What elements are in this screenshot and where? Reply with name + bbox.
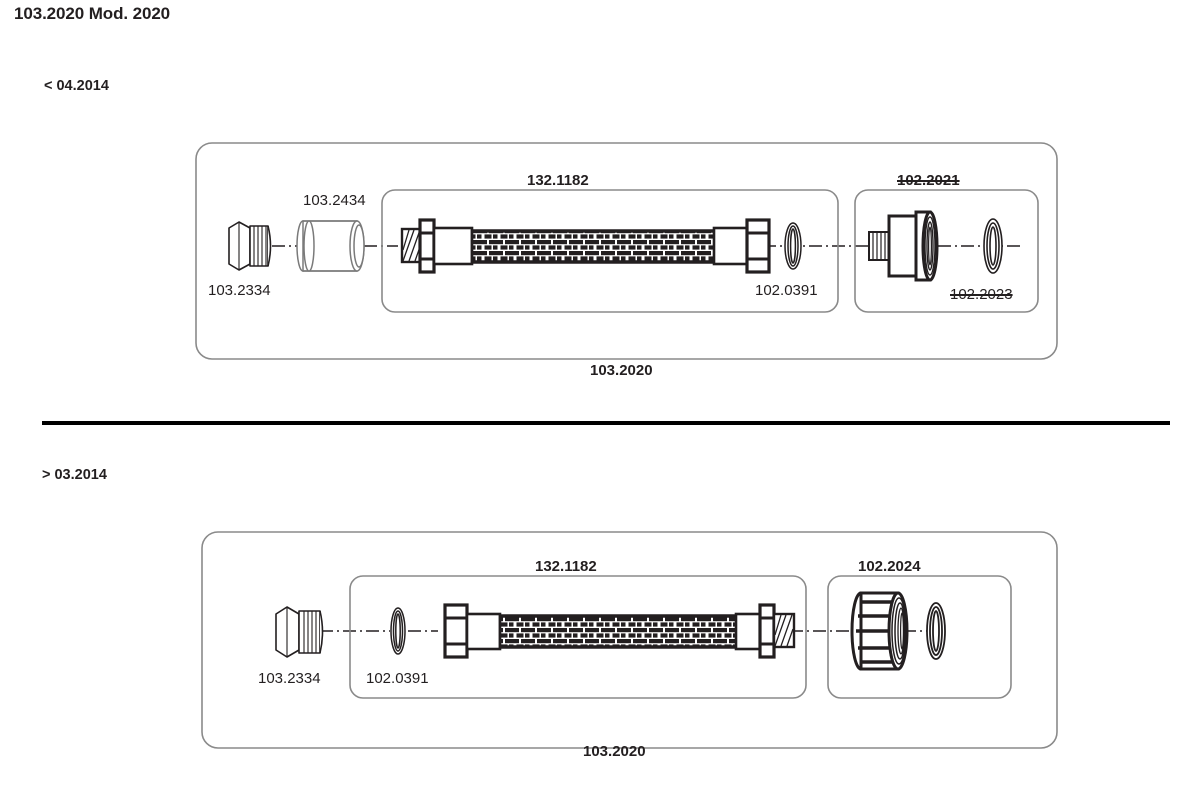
group-box-102-2024 — [827, 575, 1012, 699]
part-label-103-2334: 103.2334 — [208, 282, 271, 299]
exploded-view-diagram-2: 132.1182 102.2024 103.2334 102.0391 — [0, 518, 1183, 778]
braided-hose-body — [470, 229, 722, 264]
part-adapter-fitting — [868, 210, 939, 282]
group-label-132-1182: 132.1182 — [527, 172, 589, 189]
part-label-102-2023: 102.2023 — [950, 286, 1013, 303]
braided-hose-body — [498, 614, 742, 649]
group-box-132-1182 — [349, 575, 807, 699]
part-washer-adapter — [926, 602, 946, 660]
part-knurled-coupling-nut — [850, 591, 909, 671]
hose-left-fitting — [443, 603, 502, 659]
hose-left-fitting — [400, 218, 474, 274]
outer-assembly-caption-2: 103.2020 — [583, 743, 646, 760]
exploded-view-diagram-1: 103.2334 — [0, 130, 1183, 390]
group-label-102-2024: 102.2024 — [858, 558, 921, 575]
part-hex-nut-103-2334 — [275, 606, 324, 658]
hose-right-fitting — [712, 218, 771, 274]
part-label-103-2334: 103.2334 — [258, 670, 321, 687]
outer-assembly-caption-1: 103.2020 — [590, 362, 653, 379]
section-divider — [42, 421, 1170, 425]
group-box-132-1182 — [381, 189, 839, 313]
group-box-102-2021 — [854, 189, 1039, 313]
part-washer-102-2023 — [983, 218, 1003, 274]
part-label-102-0391: 102.0391 — [366, 670, 429, 687]
page-title: 103.2020 Mod. 2020 — [14, 4, 171, 23]
hose-right-fitting — [734, 603, 796, 659]
part-label-102-0391: 102.0391 — [755, 282, 818, 299]
part-washer-102-0391 — [784, 222, 802, 270]
part-label-103-2434: 103.2434 — [303, 192, 366, 209]
section-label-before-04-2014: < 04.2014 — [44, 78, 109, 94]
part-sleeve-103-2434 — [296, 220, 365, 272]
section-label-after-03-2014: > 03.2014 — [42, 467, 107, 483]
outer-assembly-box — [195, 142, 1058, 360]
part-hex-nut-103-2334 — [228, 221, 272, 271]
outer-assembly-box — [201, 531, 1058, 749]
part-washer-102-0391 — [390, 607, 406, 655]
group-label-132-1182: 132.1182 — [535, 558, 597, 575]
group-label-102-2021: 102.2021 — [897, 172, 960, 189]
